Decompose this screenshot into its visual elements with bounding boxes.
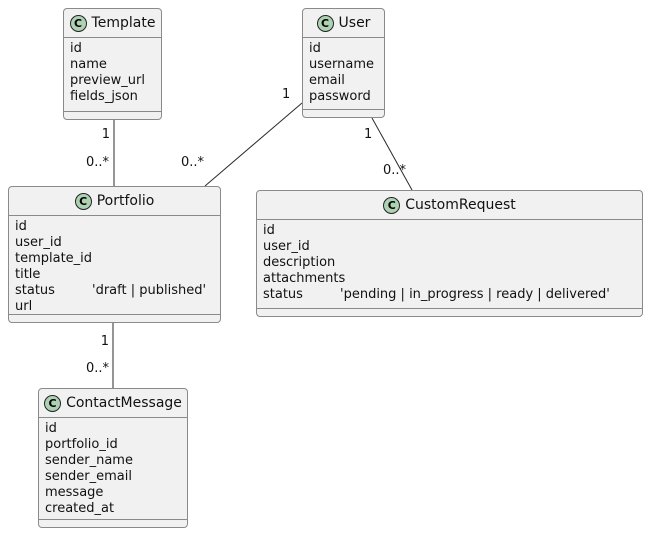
class-box-template: C Template id name preview_url fields_js…	[63, 8, 162, 120]
multiplicity-label-contactmessage-end: 0..*	[85, 361, 109, 376]
attribute-row: id	[45, 421, 57, 436]
attribute-row: email	[309, 73, 345, 88]
attribute-row: password	[309, 89, 371, 104]
multiplicity-label-portfolio-end-to-contactmessage: 1	[100, 334, 109, 349]
class-stereotype-circle-icon: C	[383, 196, 401, 214]
class-header: C User	[303, 9, 384, 38]
class-header: C Portfolio	[9, 187, 220, 216]
attribute-row: attachments	[263, 271, 346, 286]
attribute-row: portfolio_id	[45, 437, 118, 452]
class-name: User	[338, 15, 371, 31]
attribute-row: sender_email	[45, 469, 132, 484]
class-methods-empty	[257, 308, 642, 316]
attribute-row: user_id	[15, 235, 62, 250]
attribute-row: url	[15, 299, 33, 314]
attribute-row: created_at	[45, 501, 115, 516]
attribute-row: id	[70, 41, 82, 56]
attribute-row: status'draft | published'	[15, 283, 207, 298]
attribute-row: name	[70, 57, 107, 72]
class-attributes: id portfolio_id sender_name sender_email…	[39, 418, 187, 519]
attribute-row: id	[263, 223, 275, 238]
relationship-line-user-portfolio	[204, 102, 303, 187]
relationship-line-user-customrequest	[371, 117, 413, 191]
attribute-row: user_id	[263, 239, 310, 254]
class-box-portfolio: C Portfolio id user_id template_id title…	[8, 186, 221, 323]
class-attributes: id username email password	[303, 38, 384, 109]
class-name: Portfolio	[96, 193, 155, 209]
multiplicity-label-template-end: 1	[101, 127, 110, 142]
class-box-customrequest: C CustomRequest id user_id description a…	[256, 190, 643, 317]
attribute-row: username	[309, 57, 374, 72]
class-attributes: id name preview_url fields_json	[64, 38, 161, 111]
attribute-row: fields_json	[70, 89, 138, 104]
attribute-row: id	[15, 219, 27, 234]
multiplicity-label-user-end-to-customrequest: 1	[364, 127, 373, 142]
multiplicity-label-portfolio-end-from-user: 0..*	[180, 155, 204, 170]
attribute-row: preview_url	[70, 73, 145, 88]
multiplicity-label-portfolio-end-from-template: 0..*	[85, 155, 109, 170]
class-name: ContactMessage	[66, 395, 182, 411]
class-box-user: C User id username email password	[302, 8, 385, 118]
class-stereotype-circle-icon: C	[74, 192, 92, 210]
attribute-row: template_id	[15, 251, 93, 266]
class-methods-empty	[9, 314, 220, 322]
attribute-row: status'pending | in_progress | ready | d…	[263, 287, 610, 302]
class-name: CustomRequest	[405, 197, 516, 213]
class-stereotype-circle-icon: C	[69, 14, 87, 32]
attribute-row: description	[263, 255, 336, 270]
class-methods-empty	[39, 519, 187, 527]
class-stereotype-circle-icon: C	[316, 14, 334, 32]
class-attributes: id user_id template_id title status'draf…	[9, 216, 220, 314]
attribute-row: id	[309, 41, 321, 56]
attribute-row: sender_name	[45, 453, 133, 468]
class-attributes: id user_id description attachments statu…	[257, 220, 642, 308]
class-stereotype-circle-icon: C	[44, 394, 62, 412]
class-header: C ContactMessage	[39, 389, 187, 418]
attribute-row: title	[15, 267, 41, 282]
class-box-contactmessage: C ContactMessage id portfolio_id sender_…	[38, 388, 188, 528]
multiplicity-label-user-end-to-portfolio: 1	[282, 87, 291, 102]
class-methods-empty	[303, 109, 384, 117]
multiplicity-label-customrequest-end: 0..*	[383, 163, 407, 178]
class-methods-empty	[64, 111, 161, 119]
class-header: C CustomRequest	[257, 191, 642, 220]
class-header: C Template	[64, 9, 161, 38]
attribute-row: message	[45, 485, 104, 500]
class-name: Template	[91, 15, 156, 31]
